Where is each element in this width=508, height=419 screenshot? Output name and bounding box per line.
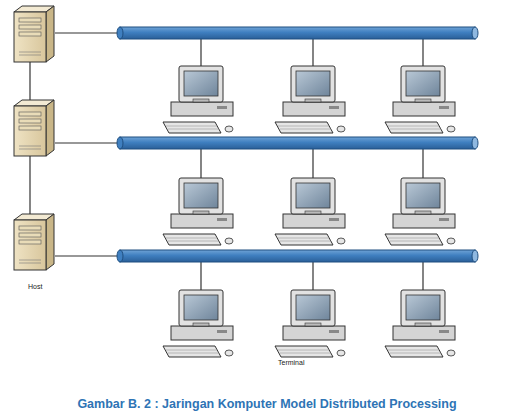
terminal-label: Terminal [278, 359, 304, 366]
host-label: Host [28, 283, 42, 290]
figure-caption: Gambar B. 2 : Jaringan Komputer Model Di… [77, 397, 456, 411]
